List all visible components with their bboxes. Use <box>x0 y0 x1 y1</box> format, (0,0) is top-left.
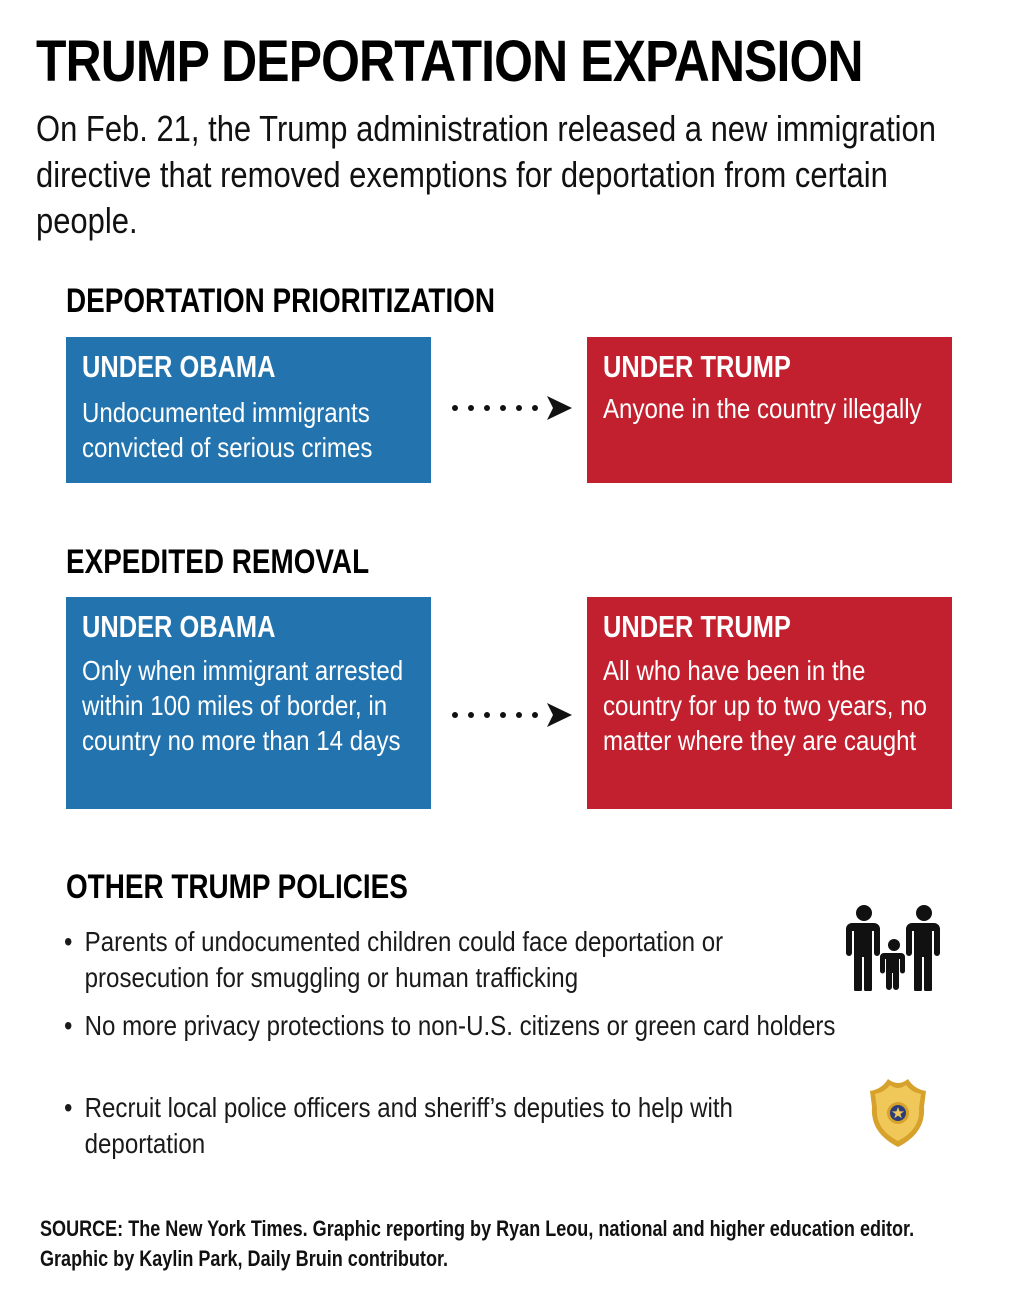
trump-label: UNDER TRUMP <box>603 349 791 384</box>
obama-policy-text: Undocumented immigrants convicted of ser… <box>82 397 373 463</box>
obama-policy-box: UNDER OBAMA Undocumented immigrants conv… <box>66 337 431 483</box>
police-badge-icon <box>870 1079 926 1147</box>
section-heading-deportation-prioritization: DEPORTATION PRIORITIZATION <box>66 282 496 320</box>
family-icon <box>846 905 940 991</box>
list-item: • Parents of undocumented children could… <box>64 924 838 996</box>
bullet: • <box>64 926 73 957</box>
policy-text: Parents of undocumented children could f… <box>84 926 724 993</box>
dotted-arrow-icon <box>452 396 572 420</box>
policy-list: • Parents of undocumented children could… <box>64 924 964 1184</box>
trump-policy-box: UNDER TRUMP All who have been in the cou… <box>587 597 952 809</box>
section-heading-expedited-removal: EXPEDITED REMOVAL <box>66 543 370 581</box>
list-item: • No more privacy protections to non-U.S… <box>64 1008 838 1044</box>
source-credit: SOURCE: The New York Times. Graphic repo… <box>40 1216 915 1271</box>
bullet: • <box>64 1010 73 1041</box>
obama-policy-text: Only when immigrant arrested within 100 … <box>82 655 404 756</box>
list-item: • Recruit local police officers and sher… <box>64 1090 838 1162</box>
trump-label: UNDER TRUMP <box>603 609 791 644</box>
dotted-arrow-icon <box>452 703 572 727</box>
trump-policy-text: All who have been in the country for up … <box>603 655 927 756</box>
obama-label: UNDER OBAMA <box>82 349 276 384</box>
section-heading-other-policies: OTHER TRUMP POLICIES <box>66 868 408 906</box>
trump-policy-box: UNDER TRUMP Anyone in the country illega… <box>587 337 952 483</box>
policy-text: Recruit local police officers and sherif… <box>84 1092 733 1159</box>
obama-label: UNDER OBAMA <box>82 609 276 644</box>
intro-text: On Feb. 21, the Trump administration rel… <box>36 108 936 241</box>
graphic-title: TRUMP DEPORTATION EXPANSION <box>36 29 864 94</box>
bullet: • <box>64 1092 73 1123</box>
obama-policy-box: UNDER OBAMA Only when immigrant arrested… <box>66 597 431 809</box>
policy-text: No more privacy protections to non-U.S. … <box>84 1010 836 1041</box>
trump-policy-text: Anyone in the country illegally <box>603 393 922 424</box>
